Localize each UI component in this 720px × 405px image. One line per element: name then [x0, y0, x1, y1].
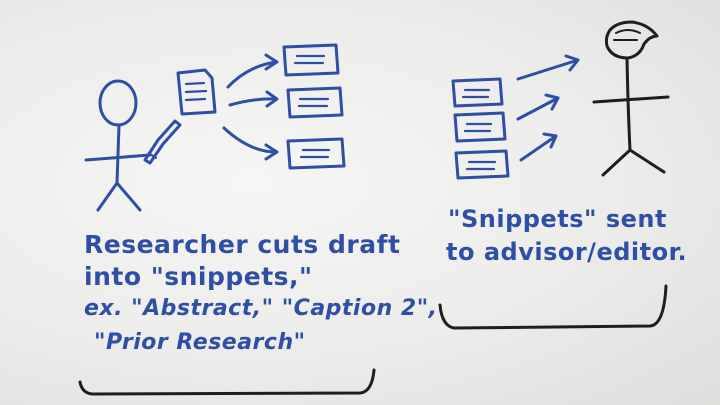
right-caption-line-1: "Snippets" sent	[448, 205, 667, 233]
knife-icon	[143, 119, 182, 165]
snippet-card	[453, 111, 507, 143]
cut-arrows	[222, 53, 279, 161]
advisor-figure	[592, 20, 670, 177]
snippet-card	[282, 43, 340, 77]
draft-document-icon	[176, 68, 217, 116]
caption-line-2: into "snippets,"	[84, 262, 313, 291]
researcher-figure	[84, 79, 152, 212]
snippet-card	[451, 77, 504, 108]
snippet-card	[454, 149, 510, 180]
caption-line-3: ex. "Abstract," "Caption 2",	[84, 296, 438, 321]
snippet-card	[286, 137, 346, 170]
caption-line-1: Researcher cuts draft	[84, 230, 401, 259]
snippet-card	[286, 86, 344, 119]
caption-line-4: "Prior Research"	[94, 330, 306, 355]
right-caption-line-2: to advisor/editor.	[446, 238, 688, 266]
send-arrows	[516, 54, 580, 162]
right-bracket	[438, 284, 668, 330]
left-bracket	[78, 368, 376, 396]
